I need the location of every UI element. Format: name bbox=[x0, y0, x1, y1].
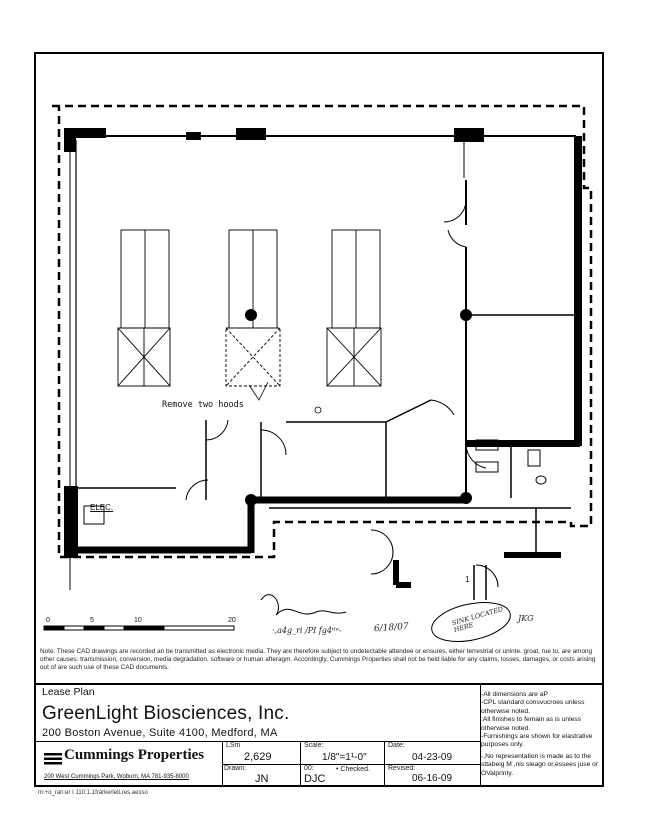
date-label: Date: bbox=[388, 742, 405, 749]
handwritten-initials: JKG bbox=[518, 614, 534, 623]
title-block bbox=[34, 683, 604, 789]
signature-mark bbox=[260, 594, 347, 616]
remove-hoods-annotation: Remove two hoods bbox=[162, 400, 244, 410]
revised-value: 06-16-09 bbox=[412, 773, 453, 784]
data-grid-col2 bbox=[384, 741, 385, 787]
lab-benches bbox=[117, 229, 382, 387]
lease-plan-label: Lease Plan bbox=[42, 686, 95, 698]
oo-value: DJC bbox=[304, 773, 326, 785]
elec-panel bbox=[83, 505, 105, 525]
scale-tick-5: 5 bbox=[90, 617, 94, 624]
exterior-walls bbox=[64, 128, 582, 558]
scale-value: 1/8"=1¹-0" bbox=[322, 752, 367, 763]
drawn-value: JN bbox=[255, 773, 269, 785]
handwritten-circle bbox=[431, 602, 511, 642]
cummings-logo: Cummings Properties bbox=[64, 747, 205, 763]
data-grid-row bbox=[222, 764, 481, 765]
date-value: 04-23-09 bbox=[412, 752, 453, 763]
scale-bar bbox=[43, 625, 235, 631]
lsm-value: 2,629 bbox=[244, 751, 272, 763]
oo-label: 00: bbox=[304, 765, 314, 772]
general-note: -All dimensions are aP bbox=[481, 691, 548, 698]
scale-label: Scale: bbox=[304, 742, 324, 749]
checked-label: • Checked. bbox=[336, 766, 370, 773]
notes-divider bbox=[480, 683, 481, 787]
logo-address: 200 West Cummings Park, Woburn, MA 781-9… bbox=[44, 774, 189, 780]
general-note: :All finishes to femain as is unless oth… bbox=[481, 716, 581, 732]
elec-room-label: ELEC. bbox=[90, 503, 114, 512]
floor-drain bbox=[314, 406, 322, 414]
columns bbox=[245, 309, 472, 506]
drawing-frame bbox=[34, 52, 604, 787]
plan-walls bbox=[69, 135, 576, 600]
general-notes: -All dimensions are aP -CPL standard con… bbox=[481, 691, 605, 778]
room-number-label: 1 bbox=[465, 575, 470, 584]
file-path: m:+o_ran:er I 110:1.1frarkerlelLres.aess… bbox=[38, 790, 148, 796]
lsm-label: LSm bbox=[226, 742, 241, 749]
title-divider-h bbox=[34, 741, 481, 742]
floor-plan bbox=[43, 104, 593, 642]
door-swings bbox=[185, 199, 499, 588]
cad-disclaimer-note: Note: These CAD drawings are recorded an… bbox=[40, 648, 596, 671]
general-note: -Furnishings are shown for elastrative p… bbox=[481, 733, 593, 749]
handwritten-scrawl: ·,a4g_ri /PI fg4ᵗˡᵉ- bbox=[272, 626, 342, 635]
suite-address: 200 Boston Avenue, Suite 4100, Medford, … bbox=[42, 727, 278, 739]
scale-tick-0: 0 bbox=[46, 617, 50, 624]
annotation-arrow bbox=[248, 381, 269, 401]
company-name: GreenLight Biosciences, Inc. bbox=[42, 703, 290, 724]
revised-label: Revised: bbox=[388, 765, 416, 772]
data-grid-col1 bbox=[300, 741, 301, 787]
drawn-label: Drawn: bbox=[224, 765, 247, 772]
scale-tick-20: 20 bbox=[228, 617, 236, 624]
general-note: -CPL standard consvucroes unless otherwi… bbox=[481, 699, 585, 715]
lease-boundary bbox=[52, 104, 593, 559]
restroom-fixtures bbox=[475, 439, 547, 485]
logo-mark-icon bbox=[44, 752, 62, 770]
scale-tick-10: 10 bbox=[134, 617, 142, 624]
general-note: -,No representation is made as to the st… bbox=[481, 752, 599, 777]
